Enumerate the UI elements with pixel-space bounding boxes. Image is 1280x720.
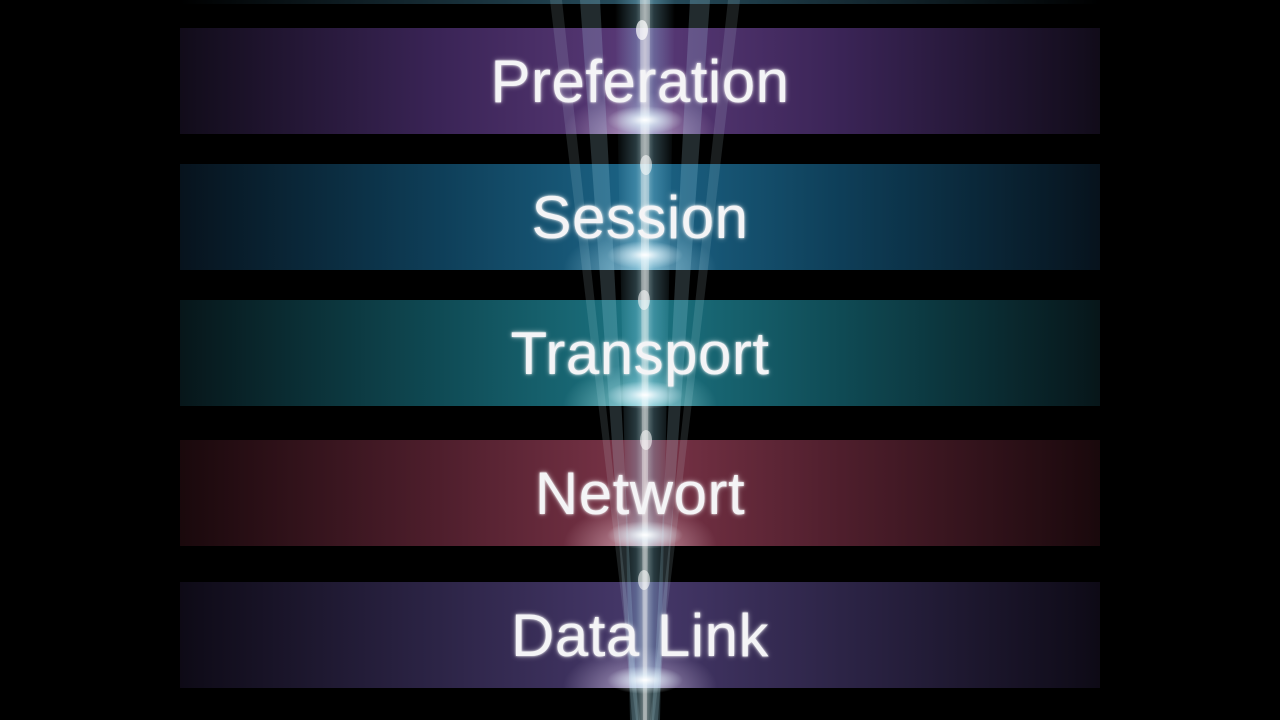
top-band-edge xyxy=(180,0,1100,4)
layer-label: Data Link xyxy=(511,601,769,669)
layer-band-presentation: Preferation xyxy=(180,28,1100,134)
layer-band-session: Session xyxy=(180,164,1100,270)
layer-label: Networt xyxy=(534,459,746,527)
layer-label: Session xyxy=(531,183,749,251)
layer-band-network: Networt xyxy=(180,440,1100,546)
layer-label: Transport xyxy=(510,319,770,387)
layer-band-transport: Transport xyxy=(180,300,1100,406)
layer-band-data-link: Data Link xyxy=(180,582,1100,688)
layer-label: Preferation xyxy=(490,47,790,115)
